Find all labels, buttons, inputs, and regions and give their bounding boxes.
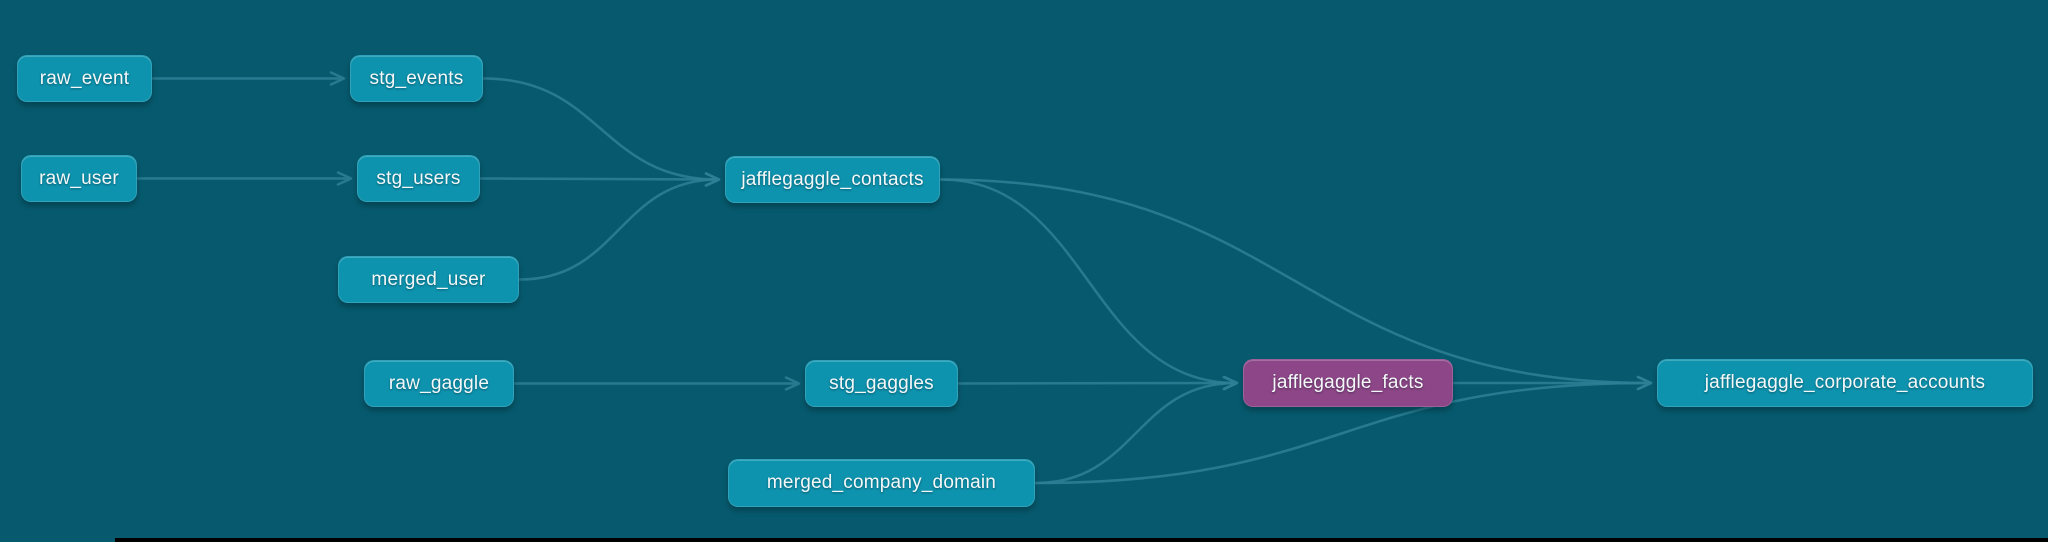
node-jafflegaggle_contacts[interactable]: jafflegaggle_contacts xyxy=(725,156,940,203)
node-label: raw_gaggle xyxy=(388,372,490,394)
node-label: merged_company_domain xyxy=(766,472,997,493)
node-stg_gaggles[interactable]: stg_gaggles xyxy=(805,360,958,407)
node-label: jafflegaggle_facts xyxy=(1272,372,1424,393)
node-jafflegaggle_corporate_accounts[interactable]: jafflegaggle_corporate_accounts xyxy=(1657,359,2033,407)
node-raw_event[interactable]: raw_event xyxy=(17,55,152,102)
edge-jafflegaggle_contacts-to-jafflegaggle_corporate_accounts xyxy=(939,178,1653,391)
node-label: raw_user xyxy=(39,167,119,189)
node-label: raw_event xyxy=(39,67,130,89)
edge-stg_users-to-jafflegaggle_contacts xyxy=(479,172,721,187)
edge-merged_company_domain-to-jafflegaggle_facts xyxy=(1034,375,1239,485)
node-label: jafflegaggle_contacts xyxy=(741,168,924,190)
edge-stg_gaggles-to-jafflegaggle_facts xyxy=(957,375,1239,391)
edge-stg_events-to-jafflegaggle_contacts xyxy=(482,77,721,187)
node-label: jafflegaggle_corporate_accounts xyxy=(1704,372,1986,393)
node-jafflegaggle_facts[interactable]: jafflegaggle_facts xyxy=(1243,359,1453,407)
node-merged_company_domain[interactable]: merged_company_domain xyxy=(728,459,1035,507)
node-raw_gaggle[interactable]: raw_gaggle xyxy=(364,360,514,407)
node-stg_users[interactable]: stg_users xyxy=(357,155,480,202)
node-merged_user[interactable]: merged_user xyxy=(338,256,519,303)
node-stg_events[interactable]: stg_events xyxy=(350,55,483,102)
node-raw_user[interactable]: raw_user xyxy=(21,155,137,202)
node-label: stg_gaggles xyxy=(829,372,934,394)
edge-jafflegaggle_contacts-to-jafflegaggle_facts xyxy=(939,178,1239,391)
node-label: stg_users xyxy=(376,167,461,189)
node-label: stg_events xyxy=(369,67,464,89)
node-label: merged_user xyxy=(371,268,486,290)
bottom-edge-bar xyxy=(115,538,2048,542)
edge-merged_user-to-jafflegaggle_contacts xyxy=(518,172,721,281)
